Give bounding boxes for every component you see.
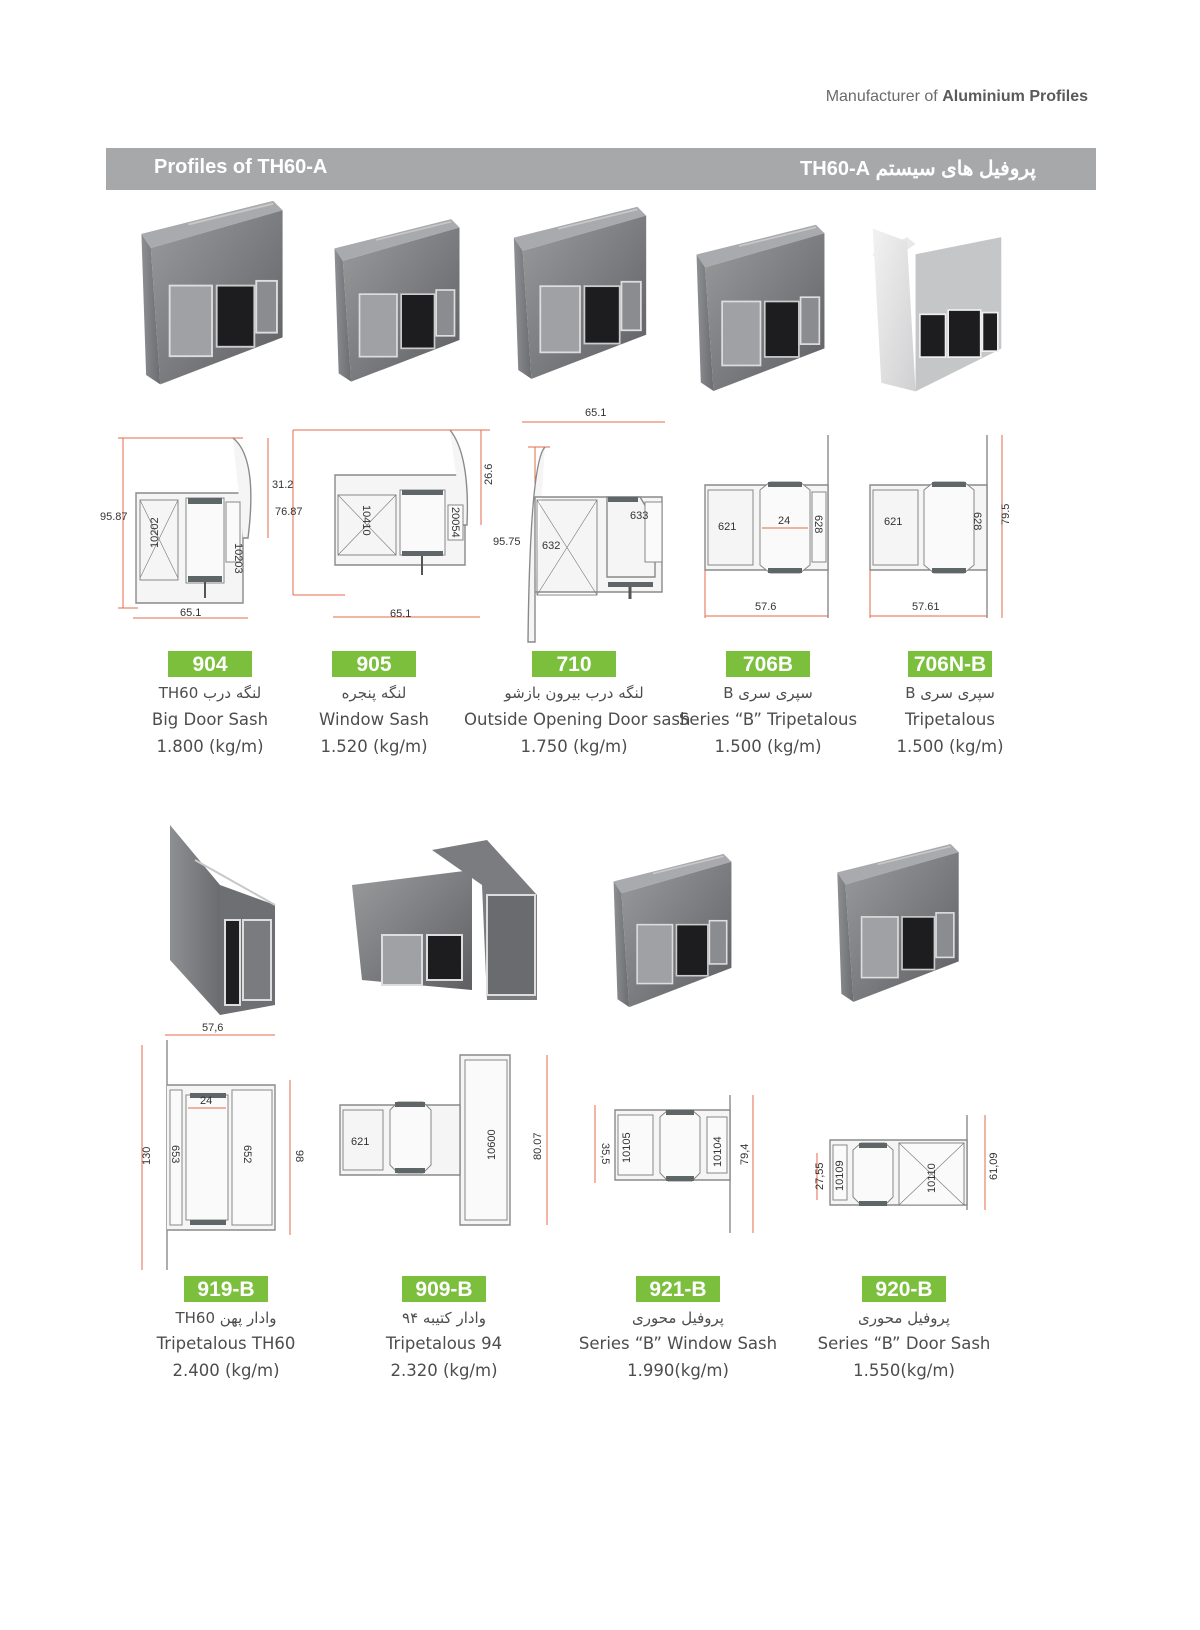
svg-text:35,5: 35,5: [599, 1143, 611, 1164]
product-code-badge: 909-B: [402, 1276, 486, 1302]
svg-text:98: 98: [293, 1150, 305, 1162]
svg-text:10202: 10202: [149, 517, 161, 548]
profile-render-706B: [688, 220, 833, 400]
svg-text:621: 621: [884, 516, 902, 528]
svg-text:26.6: 26.6: [483, 464, 495, 485]
svg-text:57.61: 57.61: [912, 601, 940, 613]
product-name-en: Outside Opening Door sash: [464, 710, 691, 729]
product-name-en: Window Sash: [319, 710, 429, 729]
technical-drawing-706B: 621 24 628 57.6: [690, 430, 850, 630]
product-name-en: Series “B” Window Sash: [578, 1334, 778, 1353]
product-code-badge: 710: [532, 651, 616, 677]
svg-text:61,09: 61,09: [988, 1152, 1000, 1180]
product-name-fa: پروفیل محوری: [858, 1309, 950, 1327]
svg-text:652: 652: [241, 1145, 253, 1163]
profile-render-904: [132, 190, 292, 400]
svg-text:24: 24: [200, 1095, 212, 1107]
svg-text:27,55: 27,55: [814, 1162, 826, 1190]
product-weight: 1.750 (kg/m): [520, 737, 628, 756]
profile-render-710: [505, 200, 655, 390]
svg-text:20054: 20054: [449, 507, 461, 538]
product-name-fa: لنگه درب TH60: [158, 684, 262, 702]
svg-text:79.5: 79.5: [1000, 504, 1012, 525]
product-name-en: Series “B” Tripetalous: [678, 710, 858, 729]
technical-drawing-706N-B: 621 628 79.5 57.61: [862, 430, 1022, 630]
dim-width: 65.1: [180, 607, 201, 619]
product-name-fa: سپری سری B: [905, 684, 995, 702]
section-banner: Profiles of TH60-A پروفیل های سیستم TH60…: [106, 148, 1096, 190]
product-name-en: Tripetalous: [905, 710, 995, 729]
svg-text:10410: 10410: [360, 505, 372, 536]
product-name-en: Big Door Sash: [151, 710, 269, 729]
profile-render-920-B: [808, 840, 988, 1010]
svg-text:628: 628: [812, 515, 824, 533]
profile-render-706N-B: [862, 220, 1012, 400]
product-weight: 2.400 (kg/m): [172, 1361, 280, 1380]
product-name-en: Tripetalous 94: [385, 1334, 503, 1353]
product-weight: 1.500 (kg/m): [896, 737, 1004, 756]
product-name-fa: لنگه درب بیرون بازشو: [504, 684, 644, 702]
banner-title-fa: پروفیل های سیستم TH60-A: [800, 158, 1036, 180]
svg-text:95.75: 95.75: [493, 536, 521, 548]
svg-text:130: 130: [141, 1147, 153, 1165]
svg-text:57,6: 57,6: [202, 1022, 223, 1034]
tagline-prefix: Manufacturer of: [825, 88, 938, 105]
technical-drawing-919-B: 57,6 130 24 653 652 98: [130, 1015, 310, 1280]
technical-drawing-921-B: 35,5 10105 10104 79,4: [590, 1095, 765, 1235]
svg-text:633: 633: [630, 510, 648, 522]
svg-text:57.6: 57.6: [755, 601, 776, 613]
svg-text:80.07: 80.07: [532, 1132, 544, 1160]
product-weight: 1.520 (kg/m): [320, 737, 428, 756]
tagline-bold: Aluminium Profiles: [942, 88, 1088, 105]
svg-text:65.1: 65.1: [390, 608, 411, 620]
svg-text:628: 628: [971, 512, 983, 530]
product-name-en: Tripetalous TH60: [156, 1334, 296, 1353]
profile-render-905: [322, 215, 472, 390]
svg-text:10203: 10203: [232, 543, 244, 574]
svg-text:653: 653: [169, 1145, 181, 1163]
svg-text:10104: 10104: [712, 1136, 724, 1167]
product-code-badge: 905: [332, 651, 416, 677]
dim-right: 31.2: [272, 479, 293, 491]
product-code-badge: 919-B: [184, 1276, 268, 1302]
tagline: Manufacturer of Aluminium Profiles: [826, 88, 1088, 106]
technical-drawing-710: 65.1 95.75 632 633: [490, 402, 690, 647]
product-name-fa: وادار کتیبه ۹۴: [402, 1309, 486, 1327]
svg-text:10600: 10600: [486, 1129, 498, 1160]
svg-text:24: 24: [778, 515, 790, 527]
product-name-fa: لنگه پنجره: [341, 684, 407, 702]
svg-text:621: 621: [718, 521, 736, 533]
svg-text:10110: 10110: [926, 1163, 938, 1193]
svg-text:76.87: 76.87: [275, 506, 303, 518]
product-weight: 1.550(kg/m): [853, 1361, 955, 1380]
product-code-badge: 920-B: [862, 1276, 946, 1302]
profile-render-909-B: [352, 840, 537, 1000]
technical-drawing-905: 76.87 26.6 65.1 10410 20054: [275, 425, 495, 625]
svg-text:79,4: 79,4: [739, 1144, 751, 1165]
product-code-badge: 706B: [726, 651, 810, 677]
svg-text:65.1: 65.1: [585, 407, 606, 419]
product-weight: 1.500 (kg/m): [714, 737, 822, 756]
product-code-badge: 904: [168, 651, 252, 677]
technical-drawing-904: 95.87 31.2 65.1 10202 10203: [100, 428, 298, 628]
banner-title-en: Profiles of TH60-A: [154, 156, 328, 178]
svg-text:632: 632: [542, 540, 560, 552]
product-code-badge: 921-B: [636, 1276, 720, 1302]
product-weight: 1.800 (kg/m): [156, 737, 264, 756]
svg-text:621: 621: [351, 1136, 369, 1148]
product-name-en: Series “B” Door Sash: [817, 1334, 991, 1353]
technical-drawing-909-B: 621 10600 80.07: [335, 1050, 555, 1230]
profile-render-919-B: [165, 825, 280, 1015]
product-name-fa: پروفیل محوری: [632, 1309, 724, 1327]
technical-drawing-920-B: 27,55 10109 10110 61,09: [805, 1115, 1005, 1225]
product-name-fa: وادار پهن TH60: [175, 1309, 277, 1327]
svg-text:10105: 10105: [621, 1132, 633, 1163]
product-name-fa: سپری سری B: [723, 684, 813, 702]
product-code-badge: 706N-B: [908, 651, 992, 677]
profile-render-921-B: [605, 850, 740, 1015]
product-weight: 1.990(kg/m): [627, 1361, 729, 1380]
dim-height: 95.87: [100, 511, 128, 523]
svg-text:10109: 10109: [834, 1160, 846, 1191]
product-weight: 2.320 (kg/m): [390, 1361, 498, 1380]
